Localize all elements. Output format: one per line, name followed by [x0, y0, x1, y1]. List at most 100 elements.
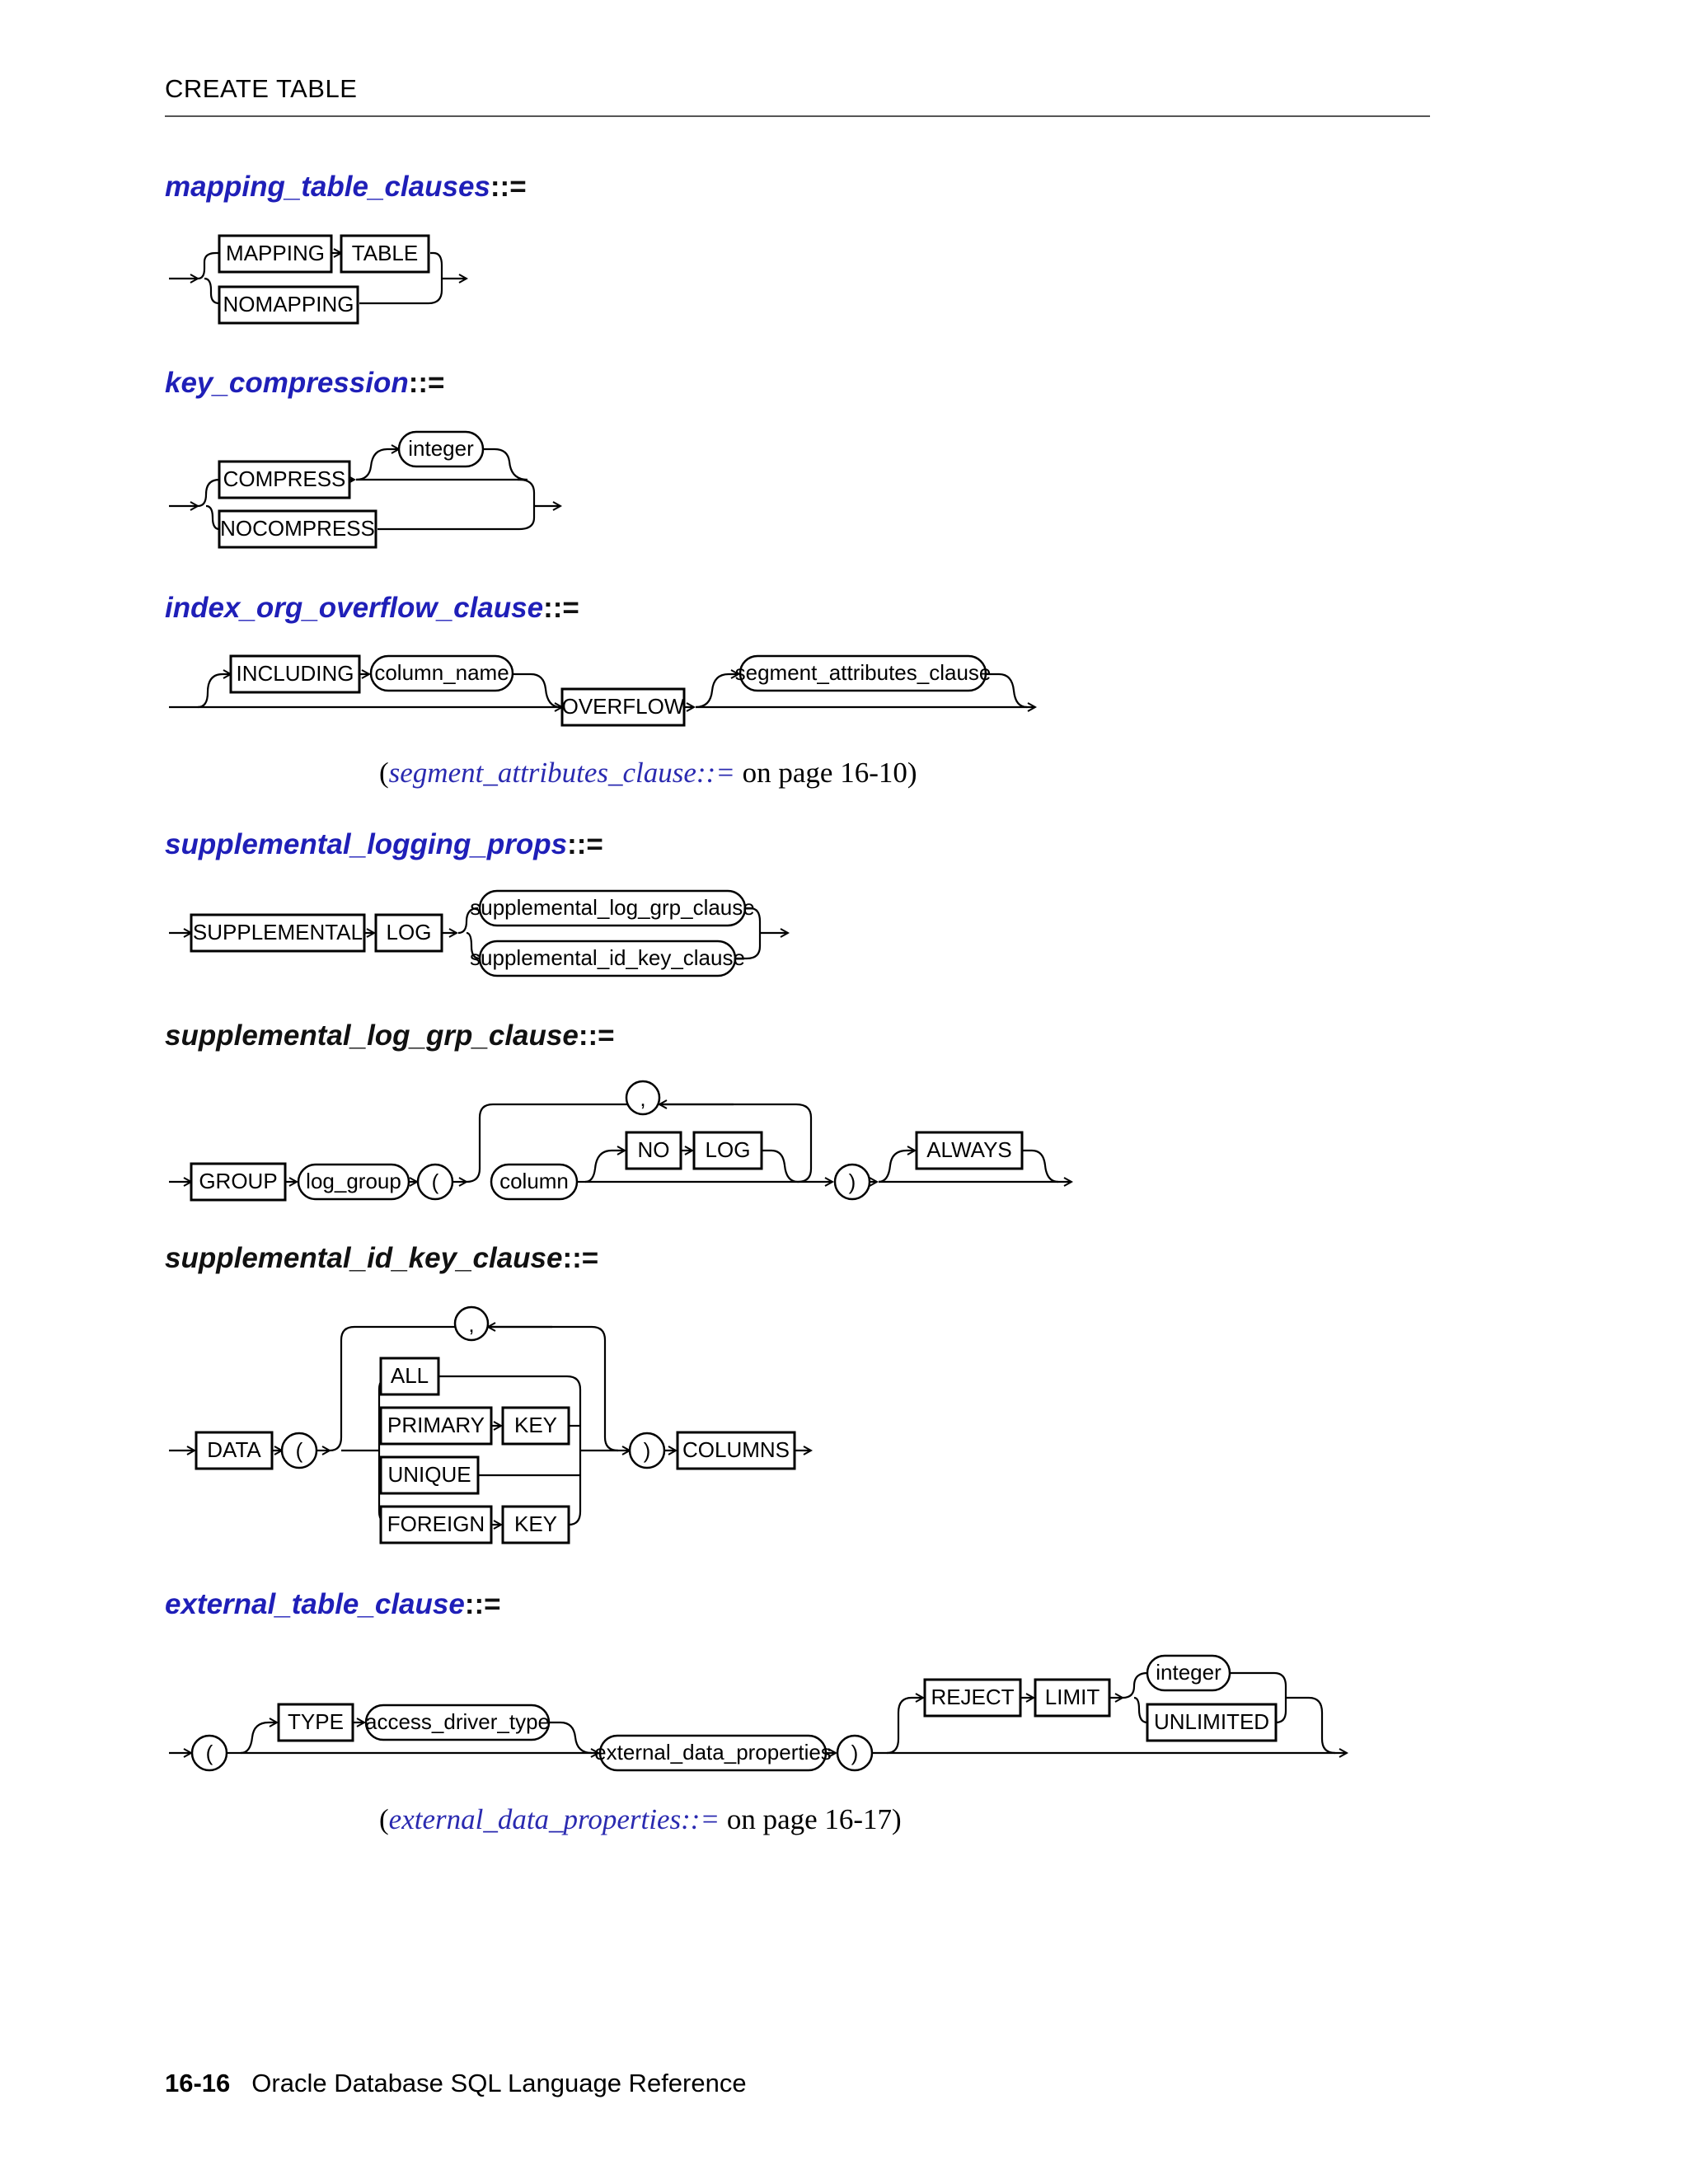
nonterminal-integer: integer	[408, 436, 474, 461]
symbol-lparen-circle	[190, 1734, 228, 1772]
keyword-group-box	[190, 1162, 287, 1202]
nonterminal-log-group-box	[297, 1163, 410, 1201]
keyword-no-box	[625, 1131, 682, 1170]
keyword-overflow-box	[560, 687, 686, 727]
running-header: CREATE TABLE	[165, 74, 358, 103]
diagram-index-org-overflow-clause: INCLUDING column_name OVERFLOW segment_a…	[169, 654, 1035, 727]
symbol-rparen-circle	[836, 1734, 874, 1772]
nonterminal-supplemental-id-key-clause: supplemental_id_key_clause	[470, 945, 745, 970]
xref-link[interactable]: external_data_properties::=	[388, 1803, 720, 1835]
keyword-log: LOG	[387, 920, 432, 944]
keyword-table: TABLE	[352, 241, 418, 265]
keyword-key-box	[501, 1406, 570, 1446]
keyword-primary-box	[379, 1406, 493, 1446]
keyword-always: ALWAYS	[926, 1137, 1012, 1162]
symbol-rparen: )	[849, 1169, 856, 1194]
keyword-key-box-2	[501, 1505, 570, 1544]
keyword-foreign-box	[379, 1505, 493, 1544]
keyword-log-box	[692, 1131, 763, 1170]
nonterminal-supplemental-log-grp-clause-box	[478, 889, 747, 927]
keyword-columns-box	[676, 1431, 796, 1470]
keyword-key: KEY	[514, 1511, 557, 1536]
section-title-external-table-clause[interactable]: external_table_clause::=	[165, 1588, 501, 1621]
keyword-limit: LIMIT	[1045, 1685, 1100, 1709]
keyword-key: KEY	[514, 1413, 557, 1437]
symbol-rparen-circle	[833, 1163, 871, 1201]
section-title-mapping-table-clauses[interactable]: mapping_table_clauses::=	[165, 171, 527, 204]
nonterminal-external-data-properties-box	[598, 1734, 828, 1772]
section-title-supplemental-log-grp-clause: supplemental_log_grp_clause::=	[165, 1019, 615, 1052]
keyword-log-box	[374, 913, 443, 953]
nonterminal-external-data-properties: external_data_properties	[594, 1740, 832, 1765]
nonterminal-integer: integer	[1156, 1660, 1221, 1685]
symbol-comma: ,	[640, 1086, 645, 1111]
nonterminal-column-name: column_name	[374, 660, 509, 685]
footer-page-number: 16-16	[165, 2069, 231, 2097]
symbol-lparen-circle	[416, 1163, 454, 1201]
keyword-group: GROUP	[199, 1169, 277, 1193]
assign-symbol: ::=	[562, 1242, 599, 1274]
nonterminal-segment-attributes-clause: segment_attributes_clause	[735, 660, 992, 685]
keyword-data: DATA	[207, 1437, 261, 1462]
keyword-limit-box	[1034, 1678, 1111, 1718]
page-footer: 16-16 Oracle Database SQL Language Refere…	[165, 2069, 747, 2098]
keyword-unlimited: UNLIMITED	[1154, 1709, 1269, 1734]
nonterminal-supplemental-log-grp-clause: supplemental_log_grp_clause	[470, 895, 754, 920]
symbol-comma-circle	[453, 1305, 490, 1342]
keyword-nocompress-box	[218, 509, 377, 549]
assign-symbol: ::=	[567, 828, 603, 860]
keyword-overflow: OVERFLOW	[562, 694, 685, 719]
diagram-key-compression: COMPRESS integer NOCOMPRESS	[169, 430, 560, 549]
section-title-index-org-overflow-clause[interactable]: index_org_overflow_clause::=	[165, 592, 579, 625]
xref-link[interactable]: segment_attributes_clause::=	[388, 757, 735, 789]
assign-symbol: ::=	[490, 171, 527, 203]
assign-symbol: ::=	[543, 592, 579, 624]
nonterminal-column-name-box	[369, 654, 514, 692]
nonterminal-integer-box	[1146, 1654, 1231, 1692]
symbol-rparen: )	[644, 1438, 651, 1463]
keyword-supplemental: SUPPLEMENTAL	[193, 920, 363, 944]
xref-external-data-properties: (external_data_properties::= on page 16-…	[379, 1803, 902, 1835]
footer-book-title: Oracle Database SQL Language Reference	[251, 2069, 747, 2097]
section-title-text: supplemental_id_key_clause	[165, 1242, 563, 1274]
section-title-text: mapping_table_clauses	[165, 171, 490, 203]
keyword-log: LOG	[706, 1137, 751, 1162]
assign-symbol: ::=	[578, 1019, 615, 1052]
symbol-lparen: (	[296, 1438, 303, 1463]
xref-page: on page 16-10	[742, 757, 907, 789]
keyword-mapping-box	[218, 234, 333, 274]
keyword-all-box	[379, 1357, 440, 1396]
keyword-always-box	[915, 1131, 1024, 1170]
symbol-comma: ,	[468, 1312, 474, 1337]
keyword-reject: REJECT	[931, 1685, 1014, 1709]
keyword-table-box	[340, 234, 430, 274]
diagram-mapping-table-clauses: MAPPING TABLE NOMAPPING	[169, 234, 467, 325]
xref-segment-attributes: (segment_attributes_clause::= on page 16…	[379, 757, 917, 789]
assign-symbol: ::=	[464, 1588, 501, 1620]
section-title-text: supplemental_log_grp_clause	[165, 1019, 579, 1052]
section-title-text: supplemental_logging_props	[165, 828, 568, 860]
diagram-external-table-clause: ( TYPE access_driver_type external_data_…	[169, 1654, 1347, 1772]
diagram-supplemental-id-key-clause: DATA ( , ALL PRIMARY KEY UNIQUE FOREIGN …	[169, 1305, 811, 1544]
xref-page: on page 16-17	[726, 1803, 893, 1835]
keyword-unlimited-box	[1146, 1703, 1278, 1742]
diagram-supplemental-log-grp-clause: GROUP log_group ( column , NO LOG ) ALWA…	[169, 1080, 1071, 1202]
nonterminal-column: column	[499, 1169, 569, 1193]
keyword-reject-box	[923, 1678, 1022, 1718]
keyword-nocompress: NOCOMPRESS	[220, 516, 375, 541]
nonterminal-supplemental-id-key-clause-box	[478, 940, 737, 977]
nonterminal-segment-attributes-clause-box	[738, 654, 987, 692]
symbol-rparen-circle	[628, 1432, 666, 1469]
keyword-all: ALL	[391, 1363, 429, 1388]
keyword-primary: PRIMARY	[387, 1413, 485, 1437]
section-title-text: index_org_overflow_clause	[165, 592, 544, 624]
keyword-unique-box	[379, 1455, 480, 1495]
keyword-no: NO	[638, 1137, 670, 1162]
section-title-key-compression[interactable]: key_compression::=	[165, 367, 444, 400]
section-title-supplemental-logging-props[interactable]: supplemental_logging_props::=	[165, 828, 603, 861]
keyword-compress-box	[218, 460, 351, 499]
nonterminal-access-driver-type-box	[364, 1704, 551, 1741]
section-title-supplemental-id-key-clause: supplemental_id_key_clause::=	[165, 1242, 598, 1275]
